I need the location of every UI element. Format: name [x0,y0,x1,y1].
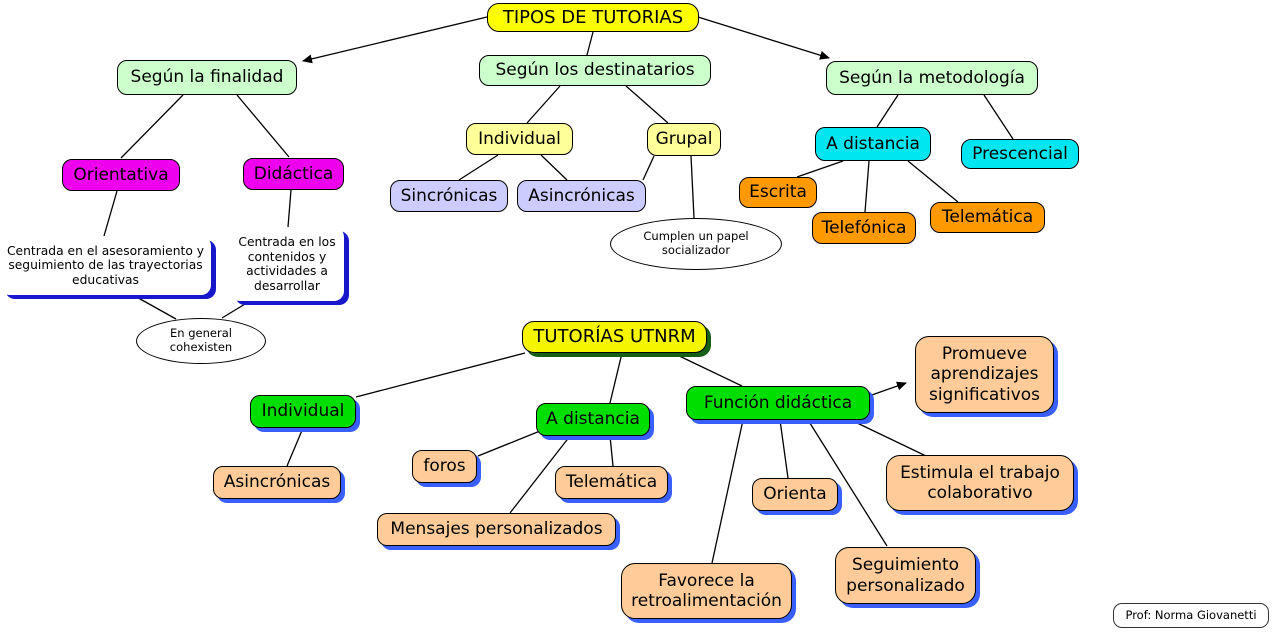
node-label: Grupal [655,129,713,150]
edge-a-distancia-foros [477,430,541,457]
node-seguimiento-personalizado[interactable]: Seguimiento personalizado [835,547,976,604]
node-label: Promueve aprendizajes significativos [928,344,1041,405]
edge-funcion-seguimiento [807,419,888,547]
node-label: Mensajes personalizados [390,519,603,540]
node-tutorias-utnrm[interactable]: TUTORÍAS UTNRM [522,321,707,353]
node-label: Según la metodología [839,67,1025,88]
edge-tipos-finalidad-arrow [302,16,488,64]
node-orientativa[interactable]: Orientativa [62,159,180,191]
edge-finalidad-orientativa [120,94,184,159]
node-promueve-aprendizajes[interactable]: Promueve aprendizajes significativos [915,336,1054,413]
edge-destinatarios-grupal [625,85,669,124]
node-label: Escrita [749,182,807,203]
node-label: Asincrónicas [223,472,331,493]
node-asincronicas-utnrm[interactable]: Asincrónicas [213,466,341,499]
node-segun-los-destinatarios[interactable]: Según los destinatarios [479,55,711,86]
node-prescencial[interactable]: Prescencial [961,139,1079,169]
edge-a-distancia-escrita [796,160,844,178]
edge-destinatarios-individual [526,85,561,124]
edge-a-distancia-telefonica [864,160,870,213]
node-label: A distancia [546,409,640,430]
node-mensajes-personalizados[interactable]: Mensajes personalizados [377,513,616,546]
edge-funcion-orienta [779,419,789,479]
node-label: Telefónica [821,217,907,238]
node-centrada-asesoramiento[interactable]: Centrada en el asesoramiento y seguimien… [0,236,211,295]
node-centrada-contenidos[interactable]: Centrada en los contenidos y actividades… [230,227,344,301]
edge-individual-asincronicas [540,154,568,181]
node-label: Telemática [941,207,1034,228]
node-telefonica[interactable]: Telefónica [812,212,916,244]
credit-label: Prof: Norma Giovanetti [1125,607,1257,622]
edge-funcion-estimula [852,420,927,457]
node-label: Individual [261,401,345,422]
node-label: A distancia [826,133,920,154]
node-label: Asincrónicas [528,185,635,206]
node-label: Sincrónicas [400,185,498,206]
node-individual-utnrm[interactable]: Individual [250,395,356,428]
node-individual-destinatarios[interactable]: Individual [466,123,573,155]
edge-tipos-destinatarios [586,31,594,56]
node-en-general-cohexisten[interactable]: En general cohexisten [136,318,266,364]
node-foros[interactable]: foros [412,450,477,483]
node-didactica[interactable]: Didáctica [243,158,344,190]
edge-tipos-metodologia-arrow [697,16,830,60]
edge-a-distancia-mensajes [509,435,571,514]
node-label: Cumplen un papel socializador [643,229,749,257]
edge-grupal-socializador [690,155,695,219]
node-label: Función didáctica [703,392,853,413]
edge-metodologia-prescencial [983,94,1014,140]
node-label: TIPOS DE TUTORIAS [502,6,684,28]
edge-individual-asincronicas-utnrm [286,427,304,467]
node-label: Prescencial [972,143,1068,164]
node-telematica-utnrm[interactable]: Telemática [555,466,668,499]
node-escrita[interactable]: Escrita [739,177,817,208]
edge-funcion-promueve-arrow [868,381,907,397]
node-label: Según la finalidad [130,67,284,88]
node-label: Seguimiento personalizado [846,555,965,596]
node-label: Didáctica [253,163,334,184]
edge-didactica-centrada-contenidos [287,189,292,228]
node-a-distancia-utnrm[interactable]: A distancia [536,403,650,436]
node-asincronicas-destinatarios[interactable]: Asincrónicas [517,180,646,212]
edge-utnrm-individual [355,352,526,398]
edge-centrada-contenidos-cohexisten [221,300,251,319]
node-a-distancia-metodologia[interactable]: A distancia [815,127,931,161]
node-segun-la-metodologia[interactable]: Según la metodología [826,61,1038,95]
node-label: Telemática [565,472,658,493]
edge-a-distancia-telematica [907,160,959,203]
node-grupal[interactable]: Grupal [647,123,721,156]
node-favorece-retroalimentacion[interactable]: Favorece la retroalimentación [621,563,792,619]
credit-box: Prof: Norma Giovanetti [1113,603,1269,628]
node-sincronicas[interactable]: Sincrónicas [390,180,508,212]
node-label: Orienta [763,484,827,505]
edge-a-distancia-telematica-utnrm [609,435,614,467]
node-segun-la-finalidad[interactable]: Según la finalidad [117,60,297,95]
node-label: Estimula el trabajo colaborativo [900,462,1060,503]
edge-funcion-favorece [711,419,744,564]
node-label: Individual [478,128,561,149]
node-label: Orientativa [73,164,169,185]
node-label: Según los destinatarios [495,60,695,81]
node-label: Centrada en el asesoramiento y seguimien… [6,243,205,287]
edge-centrada-asesoramiento-cohexisten [132,294,177,320]
node-label: TUTORÍAS UTNRM [533,326,696,348]
edge-grupal-asincronicas [642,155,655,181]
node-label: Centrada en los contenidos y actividades… [238,235,336,293]
node-orienta[interactable]: Orienta [752,478,838,511]
edge-utnrm-funcion-didactica [672,352,743,387]
edge-finalidad-didactica [236,94,290,158]
node-label: En general cohexisten [169,326,233,354]
node-label: Favorece la retroalimentación [631,570,782,611]
edge-individual-sincronicas [458,154,499,181]
node-label: foros [423,456,466,477]
node-funcion-didactica[interactable]: Función didáctica [686,386,870,420]
edge-utnrm-a-distancia [609,352,623,404]
edge-metodologia-a-distancia [876,94,899,128]
edge-orientativa-centrada-asesoramiento [103,190,118,237]
node-estimula-trabajo-colaborativo[interactable]: Estimula el trabajo colaborativo [886,455,1074,511]
node-cumplen-papel-socializador[interactable]: Cumplen un papel socializador [610,218,782,270]
node-telematica-metodologia[interactable]: Telemática [930,202,1045,233]
node-tipos-de-tutorias[interactable]: TIPOS DE TUTORIAS [487,3,699,32]
